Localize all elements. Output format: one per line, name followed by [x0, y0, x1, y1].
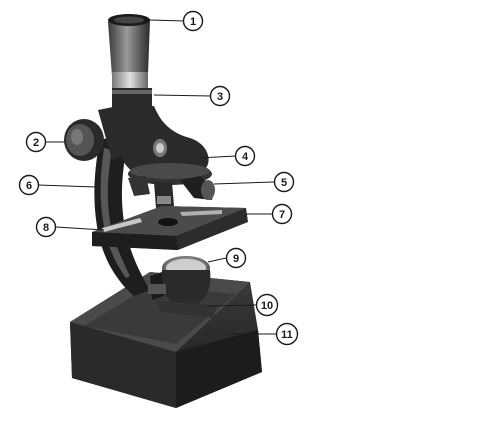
- focus-knob: [64, 119, 104, 161]
- callout-11: 11: [277, 324, 298, 345]
- callout-label-11: 11: [281, 329, 293, 341]
- callout-8: 8: [37, 218, 56, 237]
- callout-label-9: 9: [233, 253, 239, 265]
- leader-line-3: [154, 95, 211, 96]
- callout-label-10: 10: [261, 300, 273, 312]
- leader-line-6: [38, 185, 96, 187]
- callout-7: 7: [273, 205, 292, 224]
- callout-9: 9: [227, 249, 246, 268]
- callout-label-6: 6: [26, 180, 32, 192]
- callout-3: 3: [211, 87, 230, 106]
- callout-label-1: 1: [190, 16, 196, 28]
- callout-10: 10: [257, 295, 278, 316]
- leader-line-5: [214, 182, 274, 184]
- microscope-illustration: [64, 14, 262, 408]
- callout-label-3: 3: [217, 91, 223, 103]
- callout-6: 6: [20, 176, 39, 195]
- callout-2: 2: [27, 133, 46, 152]
- callout-label-2: 2: [33, 137, 39, 149]
- callout-5: 5: [275, 173, 294, 192]
- eyepiece-tube: [108, 14, 152, 110]
- leader-line-8: [56, 227, 104, 230]
- leader-line-1: [150, 20, 185, 21]
- callout-1: 1: [184, 12, 203, 31]
- callout-label-8: 8: [43, 222, 49, 234]
- leader-line-9: [208, 258, 226, 262]
- callout-label-5: 5: [281, 177, 287, 189]
- callout-4: 4: [236, 147, 255, 166]
- callout-label-4: 4: [242, 151, 249, 163]
- revolving-nosepiece: [128, 163, 215, 208]
- callout-label-7: 7: [279, 209, 285, 221]
